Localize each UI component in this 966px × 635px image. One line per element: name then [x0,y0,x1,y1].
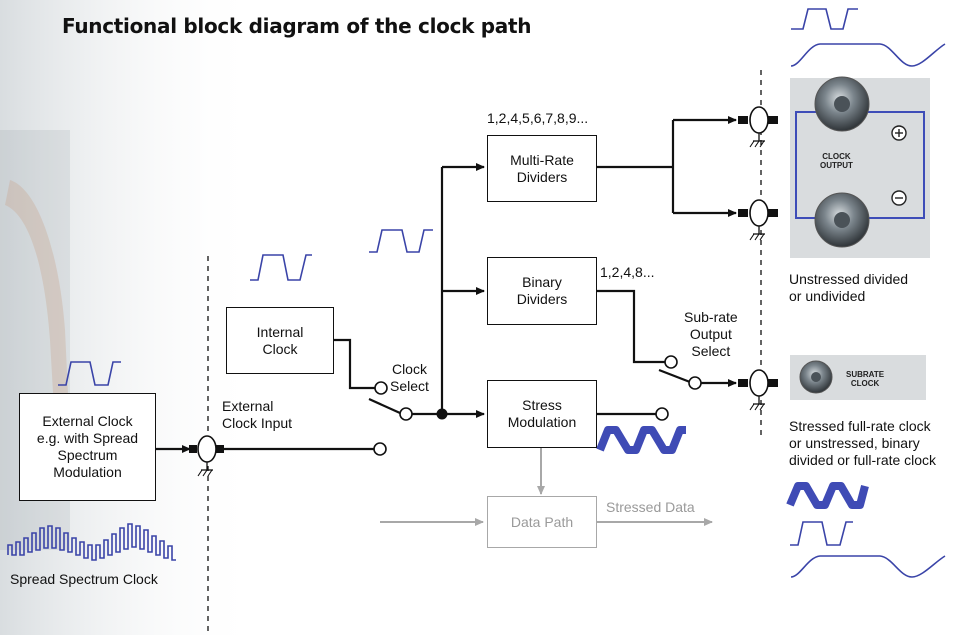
binary-ratios-label: 1,2,4,8... [600,264,655,280]
stressed-data-label: Stressed Data [606,499,695,515]
clock-output-panel [790,76,930,258]
binary-dividers-label: Binary Dividers [516,274,568,307]
multi-rate-dividers-label: Multi-Rate Dividers [510,151,574,185]
internal-clock-block-label: Internal Clock [256,323,304,357]
clock-waveform-top-right [791,8,858,30]
internal-clock-block: Internal Clock [226,307,334,374]
clock-output-positive-connector [738,106,778,148]
stressed-waveform-stress [596,426,686,454]
background-wash [0,0,260,635]
external-input-switch-contact [373,442,387,456]
data-path-label: Data Path [510,513,574,530]
internal-clock-switch-contact [374,381,388,395]
stress-modulation-block: Stress Modulation [487,380,597,448]
waveforms [7,8,946,578]
clock-select-switch-pivot [399,407,413,421]
stress-output-switch-contact [655,407,669,421]
external-clock-block: External Clock e.g. with Spread Spectrum… [19,393,156,501]
subrate-clock-panel-label: SUBRATE CLOCK [846,370,885,388]
stressed-waveform-right [786,482,869,509]
clock-select-switch-arm [368,397,401,415]
subrate-output-select-label: Sub-rate Output Select [684,309,738,359]
subrate-switch-contact [664,355,678,369]
external-clock-input-label: External Clock Input [222,398,293,431]
binary-output-wire [597,289,665,364]
spread-spectrum-waveform [7,523,176,561]
subrate-clock-output-connector [738,369,778,411]
clock-output-negative-connector [738,199,778,241]
clock-select-label: Clock Select [390,361,429,394]
multi-rate-ratios-label: 1,2,4,5,6,7,8,9... [487,110,589,126]
clock-waveform-bus [369,229,433,253]
subrate-select-switch-arm [658,368,691,384]
unstressed-output-label: Unstressed divided or undivided [789,271,909,304]
smooth-waveform-bottom-right [790,555,946,578]
data-path-block: Data Path [487,496,597,548]
spread-spectrum-clock-label: Spread Spectrum Clock [10,571,158,587]
external-clock-block-label: External Clock e.g. with Spread Spectrum… [36,413,139,480]
subrate-switch-pivot [688,376,702,390]
smooth-waveform-top-right [790,43,946,67]
multi-rate-dividers-block: Multi-Rate Dividers [487,135,597,202]
stressed-output-label: Stressed full-rate clock or unstressed, … [789,418,937,468]
clock-waveform-input [250,254,312,281]
clock-waveform-bottom-right [790,521,853,546]
binary-dividers-block: Binary Dividers [487,257,597,325]
clock-output-panel-label: CLOCK OUTPUT [820,152,853,170]
subrate-clock-panel [790,355,926,400]
clock-waveform-external [58,361,121,386]
diagram-title: Functional block diagram of the clock pa… [62,14,532,38]
internal-clock-wire [333,338,375,390]
stress-modulation-label: Stress Modulation [507,397,577,430]
external-clock-input-connector [189,435,224,477]
